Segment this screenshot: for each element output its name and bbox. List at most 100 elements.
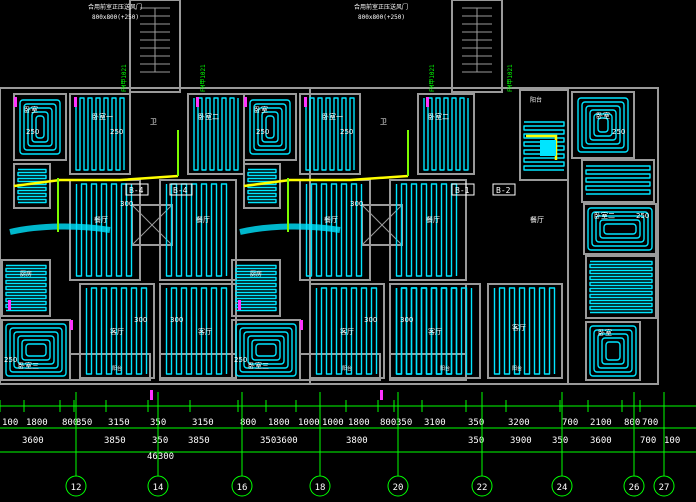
dim-row2-value: 3600 (22, 436, 44, 446)
label-bedroom-two: 卧室二 (428, 112, 449, 121)
total-dimension: 46300 (147, 452, 174, 462)
manifold-flow (9, 223, 111, 235)
supply-pipes-layer (9, 130, 558, 235)
coil-loop (597, 117, 609, 133)
shaft-end (519, 89, 569, 181)
axis-bubble (653, 475, 675, 497)
coil-loop (589, 325, 637, 377)
coil-loop (265, 115, 275, 139)
dim-row2-value: 350 (468, 436, 484, 446)
label-dining: 餐厅 (426, 215, 440, 224)
dim-row1-value: 1000 (298, 418, 320, 428)
note-left-line1: 合用前室正压送风门 (88, 3, 142, 11)
bedroom-top-b (69, 93, 131, 175)
label-spacing: 250 (636, 212, 649, 220)
label-dining: 餐厅 (530, 215, 544, 224)
label-dining: 餐厅 (196, 215, 210, 224)
coil-loop (21, 339, 51, 361)
coil-loop (597, 333, 629, 369)
label-bedroom-one: 卧室一 (92, 112, 113, 121)
label-spacing: 250 (26, 128, 39, 136)
supply-main (13, 174, 179, 188)
axis-bubble (147, 475, 169, 497)
dim-row1-value: 800 (62, 418, 78, 428)
coil-loop (589, 109, 617, 141)
corridor-end (581, 159, 655, 203)
dim-row2-value: 350 (552, 436, 568, 446)
dim-row2-value: 3900 (510, 436, 532, 446)
svg-text:B-4: B-4 (173, 186, 188, 195)
dim-row1-value: 350 (396, 418, 412, 428)
balcony (299, 353, 381, 381)
svg-text:B-2: B-2 (496, 186, 511, 195)
label-balcony: 阳台 (440, 365, 450, 372)
dim-row2-value: 3850 (188, 436, 210, 446)
coil-loop (581, 101, 625, 149)
axis-bubble (231, 475, 253, 497)
label-bath: 卫 (150, 118, 157, 126)
heating-coils-layer (5, 97, 653, 377)
label-bedroom-two: 卧室二 (594, 211, 615, 220)
coil-living-upper (395, 183, 458, 277)
dim-row2-value: 3600 (590, 436, 612, 446)
coil-bedroom-low (235, 323, 297, 377)
dim-row2-value: 350 (260, 436, 276, 446)
stair-core (451, 0, 503, 93)
axis-bubble (623, 475, 645, 497)
coil-living (315, 287, 378, 375)
coil-bedroom-end-top (577, 97, 629, 153)
axis-bubble (387, 475, 409, 497)
bedroom-top-a (13, 93, 67, 161)
label-bath: 卫 (380, 118, 387, 126)
label-kitchen: 厨房 (20, 270, 32, 278)
axis-number: 16 (237, 483, 248, 493)
coil-loop (593, 113, 613, 137)
dim-row1-value: 350 (76, 418, 92, 428)
coil-loop (585, 105, 621, 145)
coil-bedroom-top-c (193, 97, 239, 171)
axis-bubble (309, 475, 331, 497)
dimension-layer: 1001800800350315035031508001800100010001… (0, 392, 696, 497)
coil-loop (249, 99, 291, 155)
bath-area (1, 259, 51, 317)
label-spacing: 250 (256, 128, 269, 136)
valve-marker (8, 300, 11, 310)
coil-dining (75, 183, 133, 277)
label-spacing: 300 (134, 316, 147, 324)
label-spacing: 250 (4, 356, 17, 364)
coil-bedroom-top-c (423, 97, 469, 171)
label-spacing: 300 (120, 200, 133, 208)
axis-number: 26 (629, 483, 640, 493)
coil-loop (25, 343, 47, 357)
coil-bedroom-top-b (305, 97, 355, 171)
tag-b1: B-1 (451, 183, 475, 196)
label-balcony: 阳台 (530, 96, 542, 104)
elevator-x (361, 204, 403, 246)
coil-loop (31, 111, 49, 143)
coil-loop (255, 343, 277, 357)
coil-bedroom-end-mid (587, 207, 653, 251)
dim-row1-value: 350 (468, 418, 484, 428)
coil-living (85, 287, 148, 375)
valve-marker (70, 320, 73, 330)
note-left-line2: 800x800(+250) (92, 14, 139, 21)
dim-row1-value: 800 (240, 418, 256, 428)
coil-living-upper (165, 183, 228, 277)
dim-row1-value: 3200 (508, 418, 530, 428)
coil-loop (247, 335, 285, 365)
label-bedroom: 卧室 (24, 105, 38, 114)
coil-bedroom-low (5, 323, 67, 377)
valve-marker (238, 300, 241, 310)
door-label-1: FM甲1021 (121, 64, 128, 92)
coil-bath (5, 264, 47, 312)
coil-loop (35, 115, 45, 139)
dim-row2-value: 3600 (276, 436, 298, 446)
tag-b4-left: B-4 (125, 183, 149, 196)
svg-text:B-1: B-1 (455, 186, 470, 195)
valve-marker (150, 390, 153, 400)
coil-loop (27, 107, 53, 147)
walls-layer (0, 0, 659, 385)
coil-loop (9, 327, 63, 373)
